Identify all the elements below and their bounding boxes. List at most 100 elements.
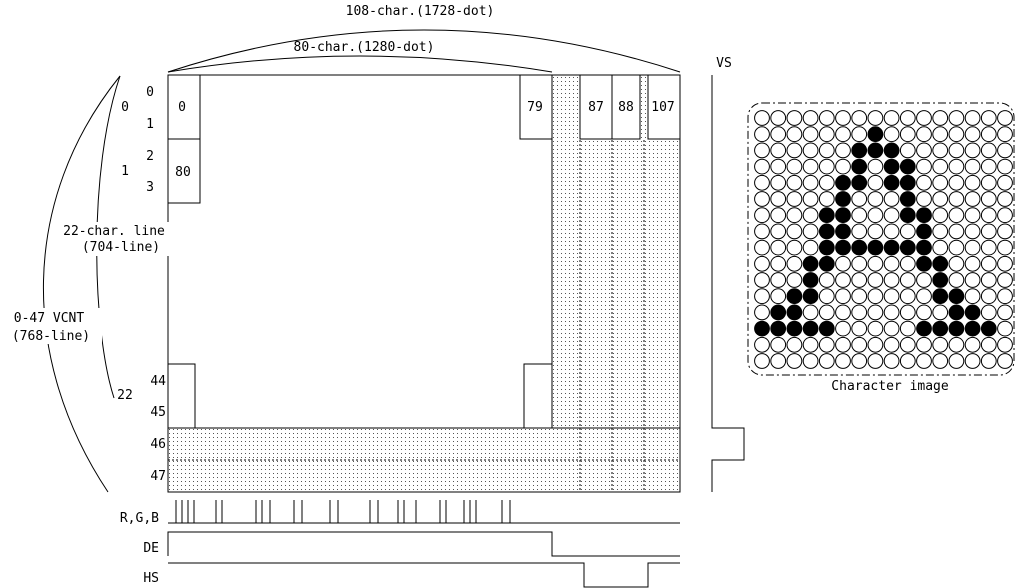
cell-bottom-right bbox=[523, 363, 553, 429]
cell-88-label: 88 bbox=[618, 100, 634, 115]
glyph-dot-off bbox=[754, 110, 770, 126]
de-waveform bbox=[167, 531, 680, 557]
glyph-dot-off bbox=[802, 336, 819, 353]
glyph-dot-off bbox=[980, 353, 997, 369]
vcnt-label-2: (768-line) bbox=[12, 329, 90, 344]
vcnt-label-1: 0-47 VCNT bbox=[14, 311, 85, 326]
glyph-dot-off bbox=[916, 336, 932, 353]
cell-107-label: 107 bbox=[651, 100, 674, 115]
cell-0 bbox=[167, 74, 201, 140]
glyph-dot-off bbox=[916, 126, 932, 143]
glyph-dot-off bbox=[786, 239, 803, 256]
glyph-dot-off bbox=[964, 110, 981, 126]
active-width-label: 80-char.(1280-dot) bbox=[294, 40, 435, 55]
glyph-dot-on bbox=[867, 126, 884, 143]
glyph-dot-off bbox=[851, 353, 868, 369]
glyph-dot-off bbox=[997, 207, 1013, 224]
glyph-dot-off bbox=[770, 110, 787, 126]
glyph-dot-off bbox=[754, 255, 770, 272]
glyph-dot-off bbox=[964, 353, 981, 369]
glyph-dot-on bbox=[818, 255, 835, 272]
glyph-dot-off bbox=[754, 336, 770, 353]
glyph-dot-off bbox=[851, 110, 868, 126]
glyph-dot-off bbox=[770, 223, 787, 240]
glyph-dot-off bbox=[883, 207, 900, 224]
glyph-dot-off bbox=[932, 126, 949, 143]
glyph-dot-off bbox=[899, 320, 916, 337]
glyph-dot-off bbox=[997, 288, 1013, 305]
glyph-dot-off bbox=[754, 304, 770, 321]
glyph-dot-off bbox=[770, 353, 787, 369]
glyph-dot-off bbox=[835, 353, 851, 369]
glyph-dot-off bbox=[754, 239, 770, 256]
char-lines-label-1: 22-char. line bbox=[63, 224, 165, 239]
glyph-dot-off bbox=[851, 255, 868, 272]
glyph-dot-off bbox=[948, 336, 965, 353]
glyph-dot-off bbox=[867, 353, 884, 369]
glyph-dot-off bbox=[997, 353, 1013, 369]
glyph-dot-off bbox=[851, 272, 868, 288]
glyph-dot-off bbox=[818, 110, 835, 126]
glyph-dot-off bbox=[997, 272, 1013, 288]
character-glyph-grid bbox=[754, 110, 1013, 369]
glyph-dot-on bbox=[851, 239, 868, 256]
glyph-dot-off bbox=[754, 174, 770, 191]
glyph-dot-off bbox=[980, 110, 997, 126]
glyph-dot-off bbox=[754, 207, 770, 224]
glyph-dot-on bbox=[754, 320, 770, 337]
row-number-0: 0 bbox=[146, 85, 154, 100]
glyph-dot-off bbox=[851, 320, 868, 337]
glyph-dot-off bbox=[883, 126, 900, 143]
glyph-dot-off bbox=[867, 255, 884, 272]
glyph-dot-off bbox=[883, 304, 900, 321]
glyph-dot-off bbox=[932, 174, 949, 191]
glyph-dot-off bbox=[932, 353, 949, 369]
glyph-dot-off bbox=[916, 174, 932, 191]
glyph-dot-off bbox=[964, 272, 981, 288]
glyph-dot-off bbox=[867, 174, 884, 191]
glyph-dot-off bbox=[980, 304, 997, 321]
glyph-dot-off bbox=[997, 142, 1013, 159]
glyph-dot-off bbox=[786, 255, 803, 272]
glyph-dot-off bbox=[997, 320, 1013, 337]
glyph-dot-off bbox=[980, 191, 997, 207]
glyph-dot-on bbox=[835, 239, 851, 256]
glyph-dot-off bbox=[980, 223, 997, 240]
row-number-44: 44 bbox=[150, 374, 166, 389]
glyph-dot-off bbox=[818, 158, 835, 175]
glyph-dot-off bbox=[899, 223, 916, 240]
glyph-dot-off bbox=[770, 126, 787, 143]
glyph-dot-off bbox=[916, 142, 932, 159]
glyph-dot-on bbox=[786, 304, 803, 321]
glyph-dot-off bbox=[932, 336, 949, 353]
glyph-dot-off bbox=[770, 272, 787, 288]
vs-waveform bbox=[711, 75, 745, 492]
glyph-dot-on bbox=[835, 174, 851, 191]
row-number-47: 47 bbox=[150, 469, 166, 484]
glyph-dot-off bbox=[786, 110, 803, 126]
glyph-dot-on bbox=[916, 320, 932, 337]
glyph-dot-on bbox=[770, 304, 787, 321]
vcnt-bg bbox=[2, 308, 102, 344]
glyph-dot-off bbox=[786, 174, 803, 191]
glyph-dot-off bbox=[932, 223, 949, 240]
glyph-dot-off bbox=[835, 110, 851, 126]
glyph-dot-off bbox=[851, 191, 868, 207]
glyph-dot-off bbox=[916, 158, 932, 175]
glyph-dot-off bbox=[802, 304, 819, 321]
glyph-dot-off bbox=[932, 207, 949, 224]
glyph-dot-off bbox=[932, 142, 949, 159]
glyph-dot-off bbox=[964, 142, 981, 159]
glyph-dot-off bbox=[980, 336, 997, 353]
glyph-dot-off bbox=[867, 320, 884, 337]
glyph-dot-off bbox=[948, 174, 965, 191]
glyph-dot-on bbox=[835, 191, 851, 207]
glyph-dot-off bbox=[964, 158, 981, 175]
glyph-dot-off bbox=[802, 191, 819, 207]
glyph-dot-on bbox=[932, 255, 949, 272]
glyph-dot-on bbox=[948, 288, 965, 305]
glyph-dot-off bbox=[770, 239, 787, 256]
glyph-dot-on bbox=[883, 174, 900, 191]
glyph-dot-on bbox=[851, 174, 868, 191]
glyph-dot-off bbox=[818, 272, 835, 288]
